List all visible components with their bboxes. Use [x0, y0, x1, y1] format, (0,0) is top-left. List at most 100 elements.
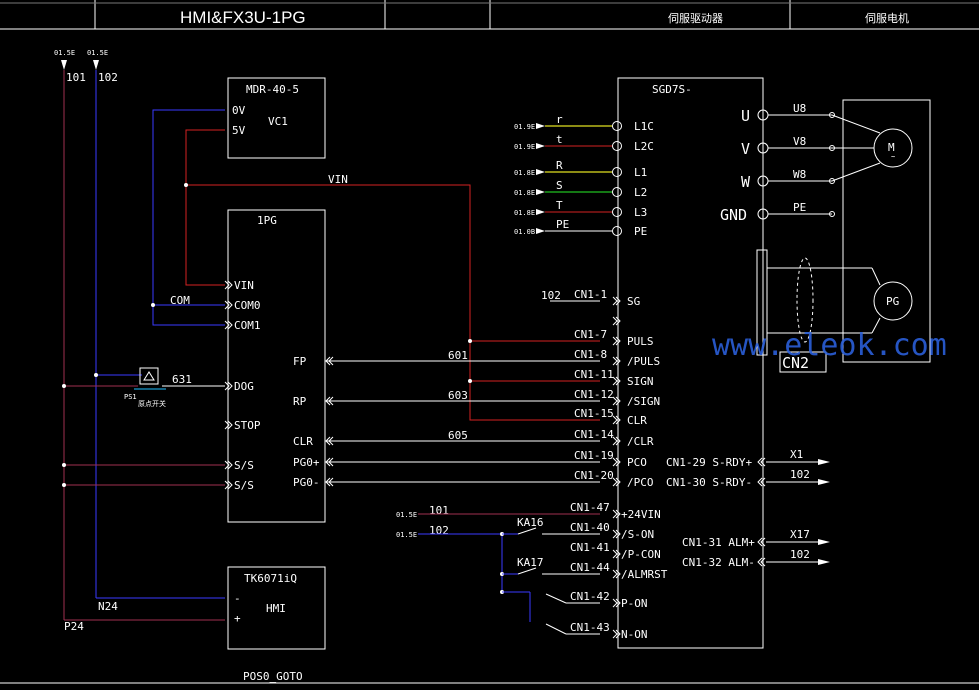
right-output-wire: 102 — [790, 548, 810, 561]
ka16-label: KA16 — [517, 516, 544, 529]
com-wire-label: COM — [170, 294, 190, 307]
power-input-pin: L2C — [634, 140, 654, 153]
mdr-pin-5v: 5V — [232, 124, 246, 137]
power-input-wire: T — [556, 199, 563, 212]
io-connector: CN1-41 — [570, 541, 610, 554]
cn1-connector: CN1-15 — [574, 407, 614, 420]
io-num2: 102 — [429, 524, 449, 537]
power-input-wire: S — [556, 179, 563, 192]
power-input-pin: L1C — [634, 120, 654, 133]
io-pin: P-ON — [621, 597, 648, 610]
servo-driver-header: 伺服驱动器 — [668, 12, 723, 25]
dog-wire-label: 631 — [172, 373, 192, 386]
hmi-title: TK6071iQ — [244, 572, 297, 585]
io-connector: CN1-40 — [570, 521, 610, 534]
drawing-title: HMI&FX3U-1PG — [180, 8, 306, 27]
cn2-label: CN2 — [782, 354, 809, 372]
io-connector: CN1-44 — [570, 561, 610, 574]
servo-power-inputs: 01.9ErL1C01.9EtL2C01.8ERL101.8ESL201.8ET… — [514, 113, 654, 238]
pg1-left-pin: S/S — [234, 479, 254, 492]
io-feed: 01.5E 101 01.5E 102 KA16 KA17 — [396, 504, 600, 635]
mdr-title: MDR-40-5 — [246, 83, 299, 96]
right-output-wire: X17 — [790, 528, 810, 541]
power-input-ref: 01.0B — [514, 228, 535, 236]
servo-drive: SGD7S- 01.9ErL1C01.9EtL2C01.8ERL101.8ESL… — [514, 77, 835, 649]
rail1-ref: 01.5E — [54, 49, 75, 57]
pulse-wires: 601 603 605 102 — [325, 289, 600, 483]
io-pin: +24VIN — [621, 508, 661, 521]
cn1-pin: SIGN — [627, 375, 654, 388]
right-output-label: CN1-30 S-RDY- — [666, 476, 752, 489]
pg1-right-pin: FP — [293, 355, 307, 368]
cn1-connector: CN1-20 — [574, 469, 614, 482]
rail2-num: 102 — [98, 71, 118, 84]
io-ref2: 01.5E — [396, 531, 417, 539]
right-output-wire: X1 — [790, 448, 803, 461]
motor-terminal-wire: V8 — [793, 135, 806, 148]
hmi-pin-plus: + — [234, 612, 241, 625]
power-input-ref: 01.8E — [514, 209, 535, 217]
servo-title: SGD7S- — [652, 83, 692, 96]
hmi-pin-minus: - — [234, 592, 241, 605]
cn1-connector: CN1-19 — [574, 449, 614, 462]
watermark: www.eleok.com — [712, 328, 947, 363]
cn1-pin: CLR — [627, 414, 647, 427]
power-input-wire: R — [556, 159, 563, 172]
motor-terminal-wire: PE — [793, 201, 806, 214]
power-rails: 01.5E 01.5E 101 102 N24 P24 — [54, 49, 225, 633]
right-output-label: CN1-32 ALM- — [682, 556, 755, 569]
power-input-pin: L3 — [634, 206, 647, 219]
cn1-pin: /CLR — [627, 435, 654, 448]
right-output-label: CN1-31 ALM+ — [682, 536, 755, 549]
cn1-connector: CN1-8 — [574, 348, 607, 361]
power-input-pin: PE — [634, 225, 647, 238]
p24-label: P24 — [64, 620, 84, 633]
vin-wire-label: VIN — [328, 173, 348, 186]
ka17-label: KA17 — [517, 556, 544, 569]
rail2-ref: 01.5E — [87, 49, 108, 57]
cn1-pin: PULS — [627, 335, 654, 348]
motor-terminal-pin: V — [741, 140, 750, 158]
origin-switch: 631 PS1 原点开关 — [62, 367, 225, 408]
io-ref1: 01.5E — [396, 511, 417, 519]
switch-desc: 原点开关 — [138, 399, 166, 408]
pg1-left-pin: COM1 — [234, 319, 261, 332]
power-input-wire: t — [556, 133, 563, 146]
power-input-ref: 01.8E — [514, 169, 535, 177]
power-input-pin: L2 — [634, 186, 647, 199]
motor-terminal-pin: GND — [720, 206, 747, 224]
clr-wire-label: 605 — [448, 429, 468, 442]
cn1-pin: /SIGN — [627, 395, 660, 408]
power-input-ref: 01.9E — [514, 123, 535, 131]
footer-label: POS0_GOTO — [243, 670, 303, 683]
cn1-pin: PCO — [627, 456, 647, 469]
motor-m-sub: ~ — [891, 153, 895, 161]
power-input-ref: 01.9E — [514, 143, 535, 151]
motor-terminal-wire: W8 — [793, 168, 806, 181]
power-input-ref: 01.8E — [514, 189, 535, 197]
power-input-pin: L1 — [634, 166, 647, 179]
mdr-pin-0v: 0V — [232, 104, 246, 117]
hmi-center: HMI — [266, 602, 286, 615]
io-num1: 101 — [429, 504, 449, 517]
servo-motor: M ~ PG — [767, 99, 931, 363]
motor-pg: PG — [886, 295, 899, 308]
io-connector: CN1-43 — [570, 621, 610, 634]
cn1-pin: /PCO — [627, 476, 654, 489]
motor-terminal-pin: W — [741, 173, 751, 191]
servo-io-signals: CN1-47+24VINCN1-40/S-ONCN1-41/P-CONCN1-4… — [570, 501, 668, 641]
pg1-title: 1PG — [257, 214, 277, 227]
cn1-pin: /PULS — [627, 355, 660, 368]
pg1-right-pin: PG0+ — [293, 456, 320, 469]
n24-label: N24 — [98, 600, 118, 613]
io-connector: CN1-47 — [570, 501, 610, 514]
cn1-connector: CN1-14 — [574, 428, 614, 441]
